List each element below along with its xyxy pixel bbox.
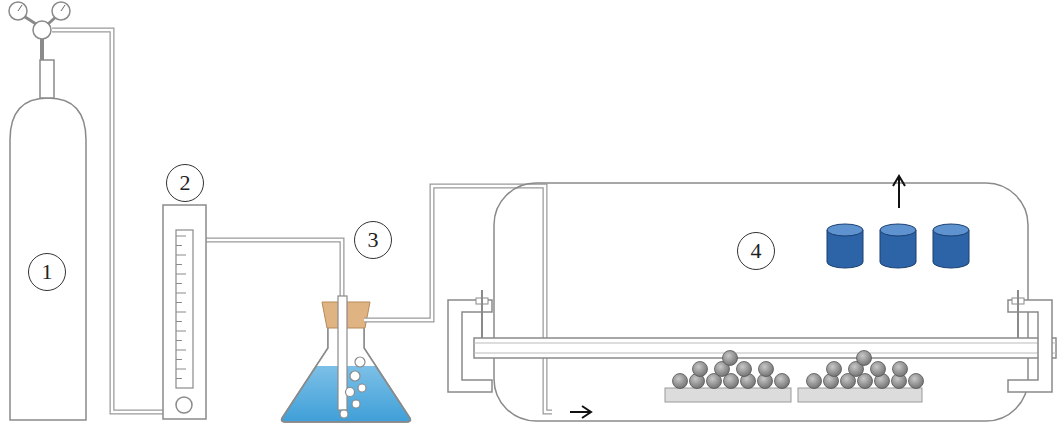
substrate-cylinders (827, 224, 969, 268)
bubbler-flask (282, 296, 411, 422)
tube-furnace (448, 183, 1056, 421)
callout-number: 4 (737, 232, 775, 270)
callout-number: 3 (354, 221, 392, 259)
gas-pipe (364, 186, 552, 412)
callout-number: 2 (166, 164, 204, 202)
flow-arrow (570, 406, 591, 418)
callout-text: 2 (180, 172, 191, 194)
gas-cylinder (9, 2, 86, 420)
callout-text: 1 (42, 261, 53, 283)
callout-text: 4 (751, 240, 762, 262)
flowmeter (163, 205, 206, 419)
callout-number: 1 (28, 253, 66, 291)
exhaust-arrow (893, 176, 905, 208)
callout-text: 3 (368, 229, 379, 251)
